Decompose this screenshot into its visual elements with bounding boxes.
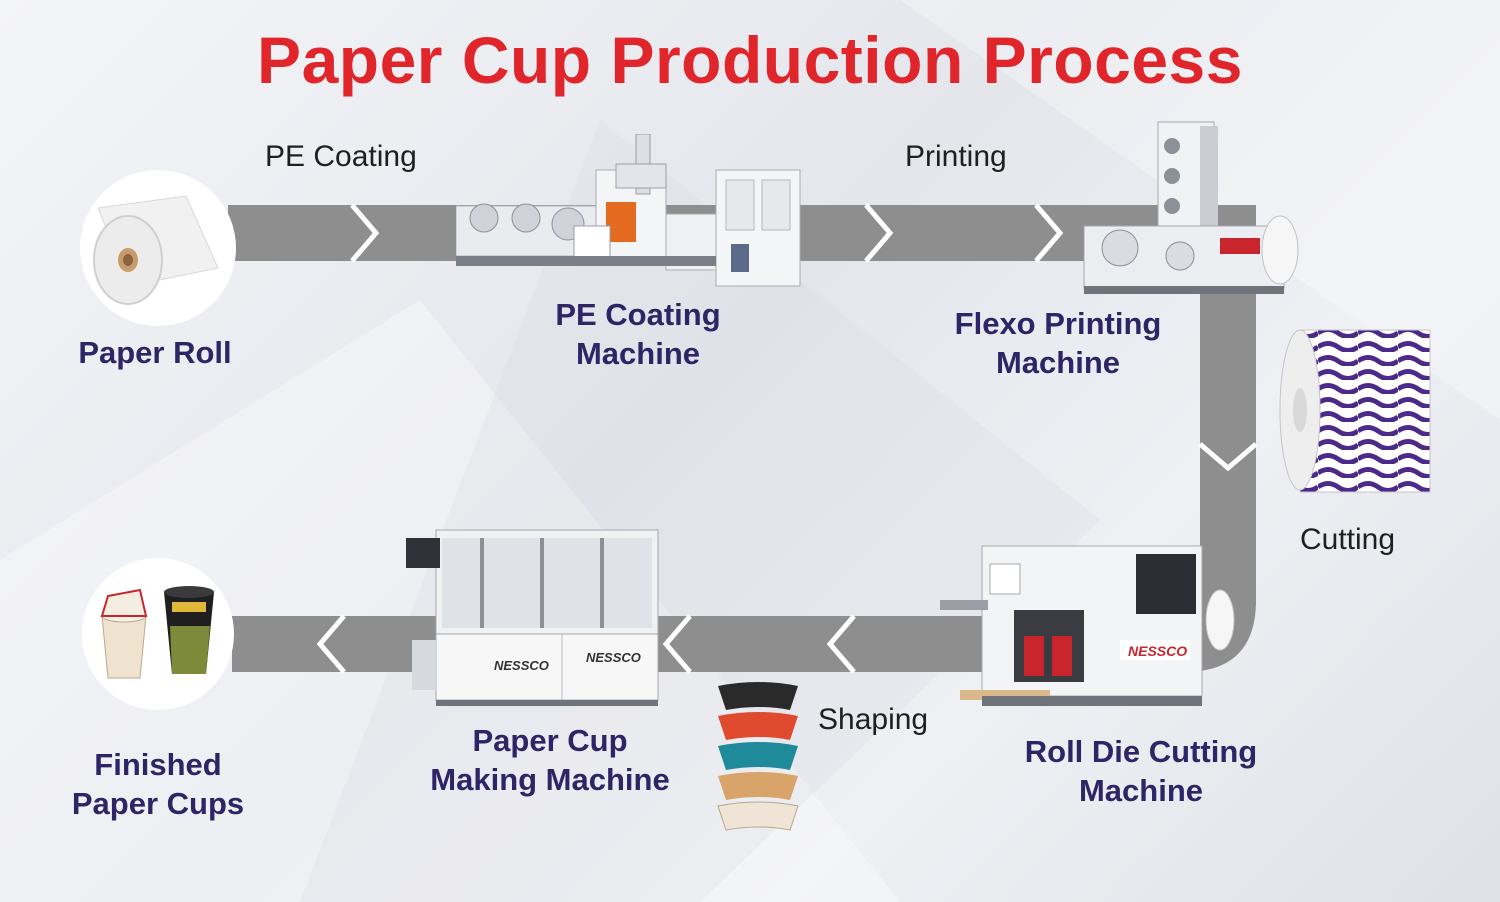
action-label-printing: Printing <box>905 140 1007 173</box>
chevron-right-icon <box>350 203 380 263</box>
step-label-flexo-printing-machine: Flexo Printing Machine <box>954 306 1162 380</box>
step-label-finished-paper-cups: Finished Paper Cups <box>71 747 245 821</box>
chevron-right-icon <box>1034 203 1064 263</box>
svg-text:NESSCO: NESSCO <box>1128 643 1187 659</box>
chevron-left-icon <box>316 614 346 674</box>
paper-roll-illustration <box>80 170 236 326</box>
pe-coating-machine-illustration <box>456 134 801 287</box>
chevron-left-icon <box>662 614 692 674</box>
action-label-cutting: Cutting <box>1300 523 1396 556</box>
diagram-title: Paper Cup Production Process <box>257 23 1243 97</box>
action-label-shaping: Shaping <box>818 703 929 736</box>
chevron-right-icon <box>864 203 894 263</box>
action-label-pe-coating: PE Coating <box>265 140 417 173</box>
printed-roll-illustration <box>1279 329 1431 493</box>
paper-cup-making-machine-illustration: NESSCO NESSCO <box>406 529 659 706</box>
svg-text:NESSCO: NESSCO <box>586 650 641 665</box>
svg-text:NESSCO: NESSCO <box>494 658 549 673</box>
step-label-roll-die-cutting-machine: Roll Die Cutting Machine <box>1024 734 1258 808</box>
step-label-pe-coating-machine: PE Coating Machine <box>555 297 721 371</box>
finished-cups-illustration <box>82 558 234 710</box>
cup-blanks-illustration <box>717 682 799 831</box>
step-label-paper-cup-making-machine: Paper Cup Making Machine <box>430 723 670 797</box>
step-label-paper-roll: Paper Roll <box>78 335 232 370</box>
chevron-left-icon <box>826 614 856 674</box>
chevron-down-icon <box>1198 442 1258 472</box>
flexo-printing-machine-illustration <box>1083 121 1299 294</box>
roll-die-cutting-machine-illustration: NESSCO <box>940 545 1235 706</box>
